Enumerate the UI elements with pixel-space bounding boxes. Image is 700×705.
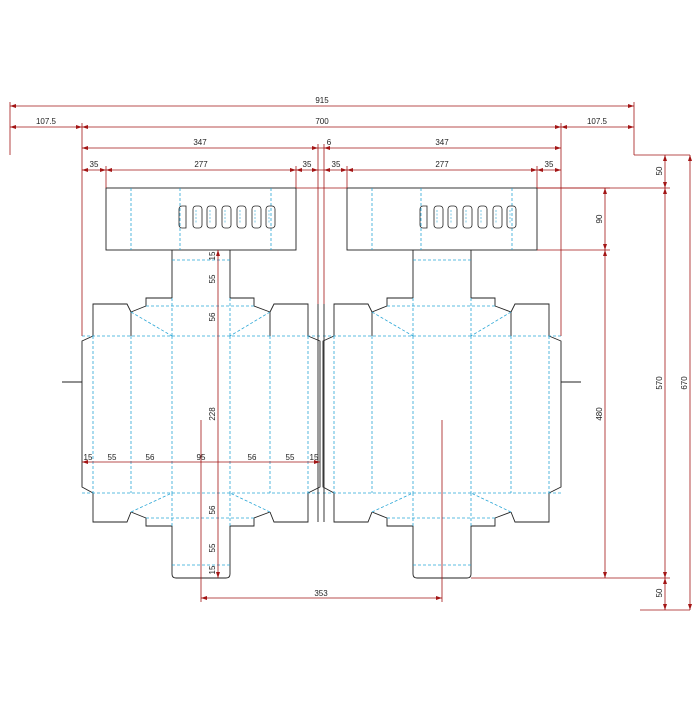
pitch-label: 353 (314, 589, 328, 598)
bottom-margin-label: 50 (655, 588, 664, 597)
side-flap-label: 35 (332, 160, 341, 169)
right-lid-panel (346, 187, 538, 251)
right-handle-slots (419, 205, 517, 229)
left-lid-panel (105, 187, 297, 251)
gap-label: 6 (327, 138, 332, 147)
row-side-label: 55 (286, 453, 295, 462)
flap-top-label: 55 (208, 274, 217, 283)
side-flap-label: 35 (545, 160, 554, 169)
left-margin-label: 107.5 (36, 117, 57, 126)
inner-height-label: 570 (655, 376, 664, 390)
left-blank-width-label: 347 (193, 138, 207, 147)
dimension-lines (9, 102, 691, 611)
lid-height-label: 90 (595, 214, 604, 223)
left-side-flap-top (92, 303, 132, 336)
tuck-top-label: 15 (208, 251, 217, 260)
lid-width-label: 277 (435, 160, 449, 169)
right-blank-width-label: 347 (435, 138, 449, 147)
gusset-bottom-label: 56 (208, 505, 217, 514)
panel-height-label: 228 (208, 407, 217, 421)
overall-width-label: 915 (315, 96, 329, 105)
tuck-bottom-label: 15 (208, 565, 217, 574)
gusset-top-label: 56 (208, 312, 217, 321)
top-margin-label: 50 (655, 166, 664, 175)
row-gusset-label: 56 (248, 453, 257, 462)
left-blank (81, 187, 321, 579)
dimension-labels: 915 107.5 700 107.5 347 6 347 35 277 35 … (36, 96, 689, 598)
left-side-flap-top (269, 303, 309, 336)
row-glue-label: 15 (310, 453, 319, 462)
row-front-label: 95 (197, 453, 206, 462)
flap-bottom-label: 55 (208, 543, 217, 552)
sheet-width-label: 700 (315, 117, 329, 126)
side-flap-label: 35 (90, 160, 99, 169)
lid-width-label: 277 (194, 160, 208, 169)
overall-height-label: 670 (680, 376, 689, 390)
dimension-arrows (10, 104, 692, 610)
left-top-gusset (130, 297, 271, 336)
side-flap-label: 35 (303, 160, 312, 169)
left-handle-slots (178, 205, 276, 229)
body-height-label: 480 (595, 407, 604, 421)
right-blank (322, 187, 562, 579)
row-gusset-label: 56 (146, 453, 155, 462)
row-side-label: 55 (108, 453, 117, 462)
right-margin-label: 107.5 (587, 117, 608, 126)
left-bottom-gusset (130, 511, 271, 574)
row-glue-label: 15 (84, 453, 93, 462)
left-neck (171, 250, 231, 298)
